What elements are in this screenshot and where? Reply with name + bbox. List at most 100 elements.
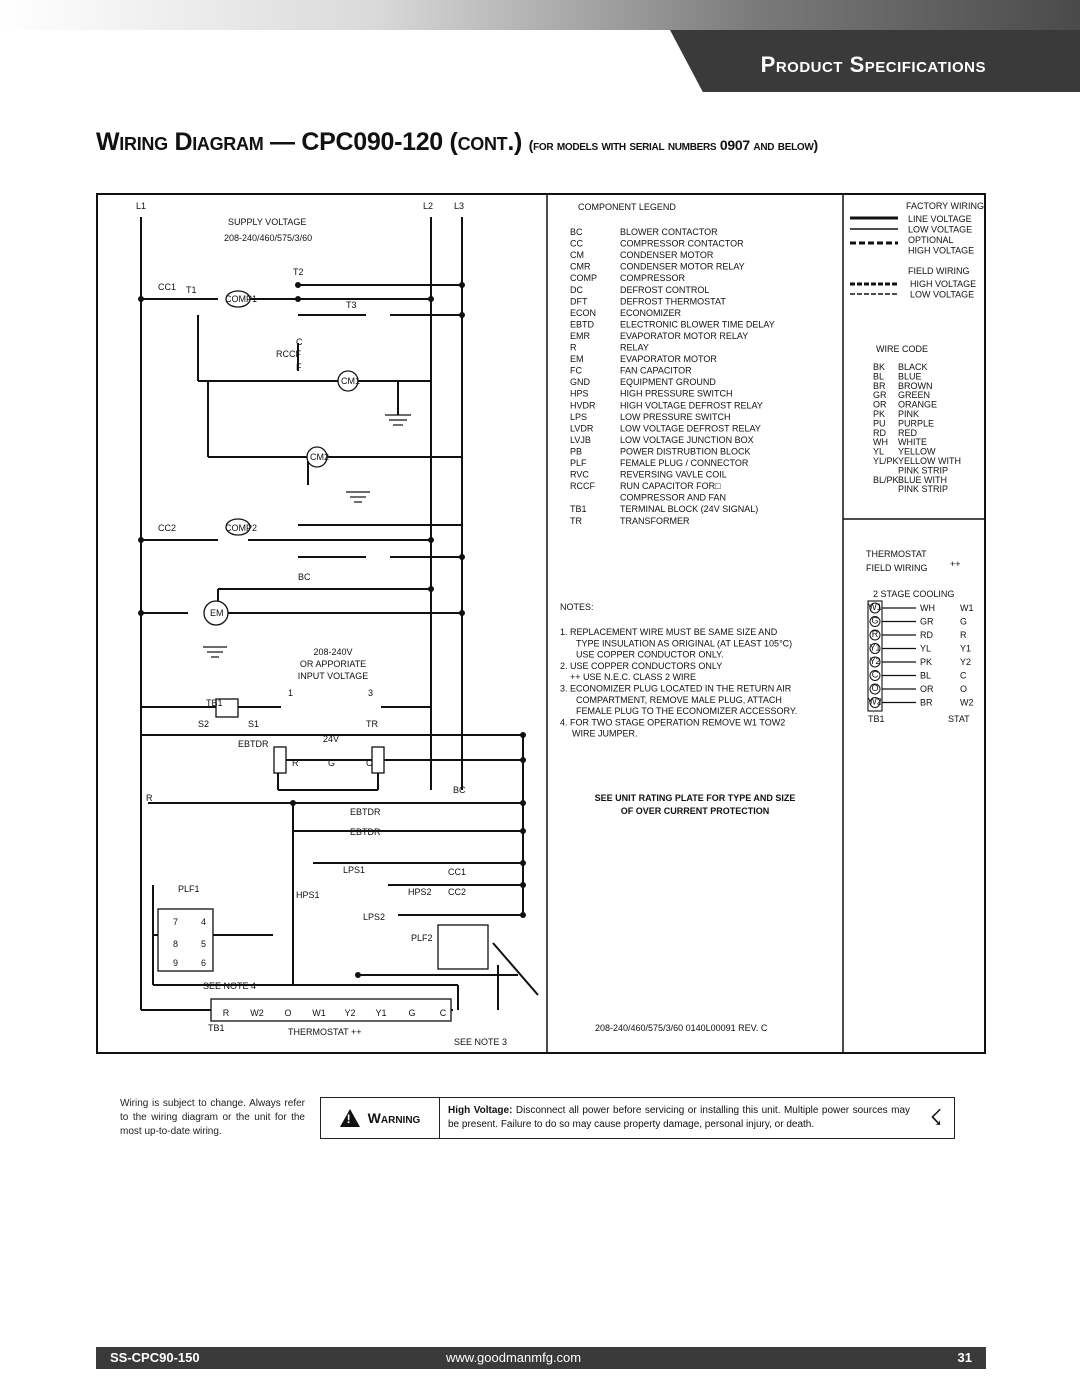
warning-lead: High Voltage: [448,1105,513,1116]
legend-code-19: PB [570,446,582,456]
note-line-2: USE COPPER CONDUCTOR ONLY. [576,650,724,660]
thermostat-terminal-7: W2 [868,697,882,707]
legend-code-2: CM [570,250,584,260]
see-note-3-label: SEE NOTE 3 [454,1037,507,1047]
page-title-main: Wiring Diagram — CPC090-120 (cont.) [96,128,523,156]
schematic-label-10: CM2 [310,452,329,462]
page-footer: SS-CPC90-150 www.goodmanmfg.com 31 [96,1347,986,1369]
legend-code-17: LVDR [570,423,594,433]
note-line-7: FEMALE PLUG TO THE ECONOMIZER ACCESSORY. [576,706,797,716]
plug-number-3: 5 [201,939,206,949]
transformer-label-3: TR [366,719,378,729]
thermostat-terminal-6: O [871,683,878,693]
legend-code-6: DFT [570,296,588,306]
wire-code-color-10: YELLOW WITH [898,456,961,466]
wire-code-color-3: GREEN [898,390,930,400]
thermostat-terminal-2: R [872,629,879,639]
wire-code-color-5: PINK [898,409,919,419]
input-voltage-line-1: OR APPORIATE [300,659,366,669]
thermostat-label: THERMOSTAT ++ [288,1027,362,1037]
plug-number-5: 6 [201,958,206,968]
thermostat-stat-terminal-6: O [960,684,967,694]
wire-code-abbr-2: BR [873,381,886,391]
ebtdr-label-3: C [366,758,373,768]
tb1-terminal-w1: W1 [312,1008,326,1018]
thermostat-field-mark: ++ [950,559,961,569]
legend-desc-13: EQUIPMENT GROUND [620,377,716,387]
legend-desc-18: LOW VOLTAGE JUNCTION BOX [620,435,754,445]
legend-desc-8: ELECTRONIC BLOWER TIME DELAY [620,319,775,329]
schematic-label-5: CC2 [158,523,176,533]
page-title-sub: (for models with serial numbers 0907 and… [528,137,818,153]
factory-wiring-item-0: LINE VOLTAGE [908,214,972,224]
legend-code-25: TR [570,516,582,526]
tb1-terminal-c: C [440,1008,447,1018]
legend-desc-7: ECONOMIZER [620,308,682,318]
safety-label-1: CC1 [448,867,466,877]
line-label-l3: L3 [454,201,464,211]
transformer-label-4: 24V [323,734,339,744]
schematic-dots [138,282,526,978]
notes-title: NOTES: [560,602,594,612]
safety-label-5: LPS2 [363,912,385,922]
footer-model: SS-CPC90-150 [110,1350,200,1365]
legend-desc-5: DEFROST CONTROL [620,285,709,295]
legend-desc-3: CONDENSER MOTOR RELAY [620,262,745,272]
thermostat-stat-terminal-2: R [960,630,967,640]
header-tab [670,30,1080,92]
see-note-4-label: SEE NOTE 4 [203,981,256,991]
thermostat-terminal-circle-7 [869,697,881,708]
legend-desc-20: FEMALE PLUG / CONNECTOR [620,458,749,468]
legend-code-3: CMR [570,262,591,272]
thermostat-wire-color-7: BR [920,698,933,708]
thermostat-terminal-circle-6 [869,683,881,695]
legend-code-20: PLF [570,458,587,468]
wire-code-abbr-0: BK [873,362,885,372]
transformer-label-6: 3 [368,688,373,698]
schematic-label-3: T3 [346,300,357,310]
legend-code-7: ECON [570,308,596,318]
schematic-components [157,290,489,1022]
factory-wiring-item-1: LOW VOLTAGE [908,225,972,235]
note-line-6: COMPARTMENT, REMOVE MALE PLUG, ATTACH [576,695,782,705]
thermostat-terminal-0: W1 [868,602,882,612]
wire-code-color-2: BROWN [898,381,933,391]
factory-wiring-item-3: HIGH VOLTAGE [908,246,974,256]
ebtdr-label-5: EBTDR [350,807,381,817]
thermostat-wire-color-3: YL [920,644,931,654]
factory-wiring-title: FACTORY WIRING [906,201,984,211]
legend-desc-11: EVAPORATOR MOTOR [620,354,717,364]
thermostat-stat-terminal-4: Y2 [960,657,971,667]
wire-code-color-7: RED [898,428,918,438]
warning-text: High Voltage: Disconnect all power befor… [440,1098,918,1138]
thermostat-terminal-5: C [872,670,879,680]
legend-desc-22: RUN CAPACITOR FOR□ [620,481,721,491]
factory-wiring-item-2: OPTIONAL [908,235,954,245]
legend-desc-10: RELAY [620,343,649,353]
legend-code-24: TB1 [570,504,587,514]
tb1-terminal-o: O [284,1008,291,1018]
input-voltage-line-0: 208-240V [313,647,352,657]
transformer-label-2: S1 [248,719,259,729]
schematic-label-13: RCCF [276,349,301,359]
schematic-label-12: F [296,362,302,372]
legend-code-10: R [570,343,577,353]
page-title: Wiring Diagram — CPC090-120 (cont.) (for… [96,128,996,157]
legend-code-22: RCCF [570,481,595,491]
legend-code-9: EMR [570,331,591,341]
legend-code-8: EBTD [570,319,595,329]
safety-label-6: PLF1 [178,884,200,894]
plug-number-1: 4 [201,917,206,927]
legend-code-21: RVC [570,470,589,480]
side-note: Wiring is subject to change. Always refe… [120,1098,305,1137]
diagram-code: 208-240/460/575/3/60 0140L00091 REV. C [595,1023,768,1033]
warning-label-text: Warning [367,1110,421,1126]
tb1-label: TB1 [208,1023,225,1033]
thermostat-stat-terminal-1: G [960,617,967,627]
legend-code-0: BC [570,227,583,237]
note-line-9: WIRE JUMPER. [572,729,638,739]
wire-code-abbr-12: BL/PK [873,475,899,485]
tb1-terminal-g: G [408,1008,415,1018]
warning-box: Warning High Voltage: Disconnect all pow… [320,1097,955,1139]
legend-desc-25: TRANSFORMER [620,516,690,526]
